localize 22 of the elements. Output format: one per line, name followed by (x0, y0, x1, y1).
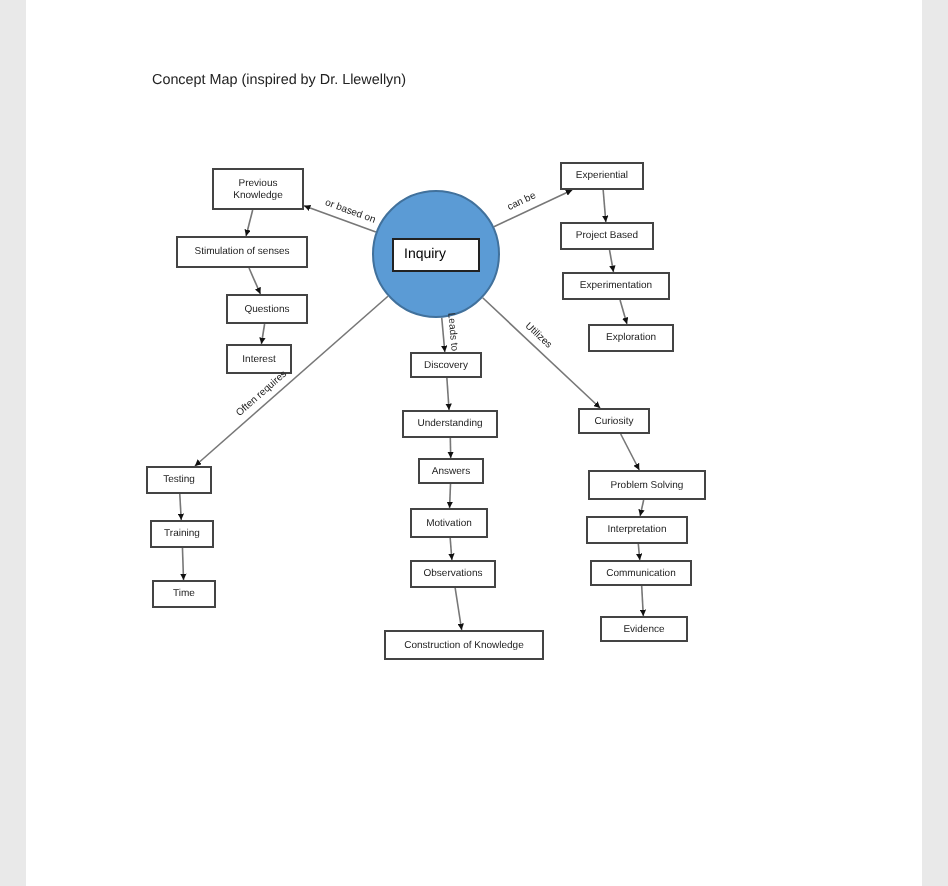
arrow (619, 433, 641, 471)
arrow (194, 295, 389, 467)
arrow (445, 377, 452, 411)
arrow (493, 189, 573, 228)
arrow (177, 493, 185, 521)
arrow (248, 267, 262, 295)
arrow (636, 543, 643, 561)
arrow (481, 297, 601, 409)
arrow (446, 483, 453, 509)
arrow (639, 585, 647, 617)
arrow (608, 249, 616, 273)
arrow (440, 316, 448, 353)
arrow (448, 537, 455, 561)
arrow (454, 587, 464, 631)
arrow (303, 205, 377, 233)
arrow (447, 437, 454, 459)
arrow (180, 547, 187, 581)
arrow (602, 189, 609, 223)
arrow (244, 209, 254, 237)
arrow (619, 299, 629, 325)
arrow (259, 323, 266, 345)
arrow (638, 499, 645, 517)
